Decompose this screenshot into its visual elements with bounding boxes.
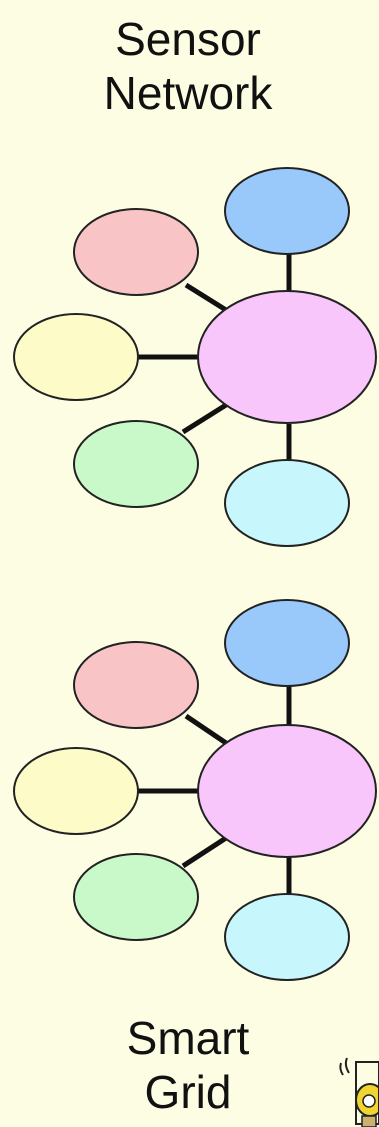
node-blue: [224, 167, 350, 255]
label-line: Sensor: [115, 13, 261, 65]
node-cyan: [224, 893, 350, 981]
lightbulb-icon: [339, 1057, 379, 1127]
connector-line: [184, 713, 228, 746]
node-cyan: [224, 459, 350, 547]
connector-line: [184, 282, 228, 313]
node-pink: [73, 208, 199, 296]
node-pink: [73, 641, 199, 729]
sensor-network-cluster: [13, 167, 377, 547]
smart-grid-cluster: [13, 599, 377, 981]
sensor-network-label: Sensor Network: [98, 12, 278, 120]
node-blue: [224, 599, 350, 687]
label-line: Grid: [144, 1066, 232, 1118]
connector-line: [181, 835, 228, 869]
node-green: [73, 420, 199, 508]
node-yellow: [13, 313, 139, 401]
node-yellow: [13, 747, 139, 835]
smart-grid-label: Smart Grid: [98, 1011, 278, 1119]
node-green: [73, 853, 199, 941]
hub-node: [197, 290, 377, 424]
connector-line: [181, 402, 228, 435]
label-line: Smart: [126, 1012, 250, 1064]
label-line: Network: [103, 67, 273, 119]
hub-node: [197, 724, 377, 858]
